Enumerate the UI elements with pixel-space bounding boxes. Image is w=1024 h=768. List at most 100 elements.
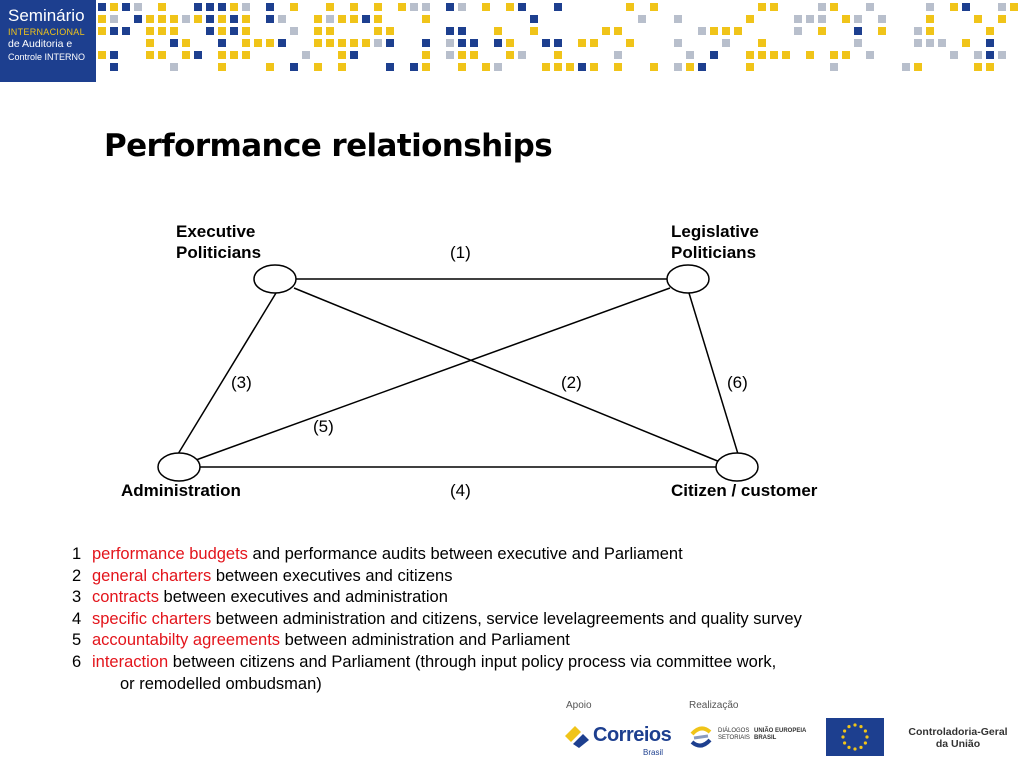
banner-dot [530,15,538,23]
banner-dot [242,39,250,47]
banner-dot [638,15,646,23]
seminar-logo: Seminário INTERNACIONAL de Auditoria e C… [0,0,96,82]
seminar-logo-line3: de Auditoria e [8,38,73,50]
banner-dot [326,39,334,47]
banner-dot [482,3,490,11]
banner-dot [410,63,418,71]
banner-dot [194,15,202,23]
banner-dot [98,51,106,59]
banner-dot [314,27,322,35]
banner-dot [866,3,874,11]
eu-star [847,745,851,749]
node-leg-label-line2: Politicians [671,243,756,262]
banner-dot [230,27,238,35]
banner-dot [830,51,838,59]
banner-dot [338,39,346,47]
banner-dot-pattern [98,3,1018,71]
banner-dot [146,15,154,23]
banner-dot [110,63,118,71]
banner-dot [986,27,994,35]
banner-dot [446,3,454,11]
banner-dot [686,51,694,59]
banner-dot [338,15,346,23]
banner-dot [914,39,922,47]
eu-star [859,725,863,729]
banner-dot [266,3,274,11]
banner-dot [182,15,190,23]
eu-star [863,741,867,745]
banner-dot [782,51,790,59]
banner-dot [314,63,322,71]
banner-dot [518,51,526,59]
banner-dot [734,27,742,35]
banner-dot [974,63,982,71]
banner-dot [878,27,886,35]
seminar-logo-line4: Controle INTERNO [8,52,86,62]
banner-dot [542,63,550,71]
node-citizen-label: Citizen / customer [671,481,818,500]
legend-description: between citizens and Parliament (through… [168,652,777,671]
banner-dot [98,3,106,11]
banner-dot [650,63,658,71]
eu-star [841,735,845,739]
banner-dot [266,15,274,23]
banner-dot [338,51,346,59]
cgu-logo: Controladoria-Geral da União [898,726,1018,750]
banner-dot [578,63,586,71]
banner-dot [374,3,382,11]
banner-dot [218,39,226,47]
banner-dot [494,63,502,71]
seminar-logo-line2: INTERNACIONAL [8,27,85,37]
banner-dot [422,39,430,47]
correios-logo: Correios Brasil [563,720,672,757]
banner-dot [914,27,922,35]
legend-description: between executives and citizens [211,566,453,585]
eu-star [859,745,863,749]
banner-dot [158,27,166,35]
eu-star [843,741,847,745]
banner-dot [146,27,154,35]
legend-key-term: interaction [92,652,169,671]
node-admin-label: Administration [121,481,241,500]
banner-dot [722,27,730,35]
seminar-logo-line1: Seminário [8,6,85,25]
banner-dot [230,15,238,23]
edge-exec-citizen [293,287,721,463]
banner-dot [170,63,178,71]
banner-dot [134,15,142,23]
relationship-diagram: Executive Politicians Legislative Politi… [121,222,818,500]
legend-description: and performance audits between executive… [247,545,683,563]
banner-dot [422,15,430,23]
eu-star [853,723,857,727]
edge-label-5: (5) [313,417,334,436]
banner-dot [914,63,922,71]
legend-key-term: specific charters [92,609,212,628]
banner-dot [470,39,478,47]
banner-dot [254,39,262,47]
banner-dot [158,15,166,23]
legend-number: 4 [72,609,82,628]
edge-label-1: (1) [450,243,471,262]
legend-number: 2 [72,566,82,585]
banner-dot [506,3,514,11]
banner-dot [614,27,622,35]
banner-dot [674,63,682,71]
banner-dot [974,51,982,59]
banner-dot [518,3,526,11]
banner-dot [530,27,538,35]
edge-leg-citizen [688,292,739,455]
banner-dot [458,51,466,59]
banner-dot [470,51,478,59]
banner-dot [974,15,982,23]
banner-dot [302,51,310,59]
banner-dot [194,51,202,59]
banner-dot [770,51,778,59]
banner-dot [218,63,226,71]
eu-star [853,747,857,751]
banner-dot [506,39,514,47]
edge-exec-admin [177,292,277,455]
banner-dot [266,39,274,47]
